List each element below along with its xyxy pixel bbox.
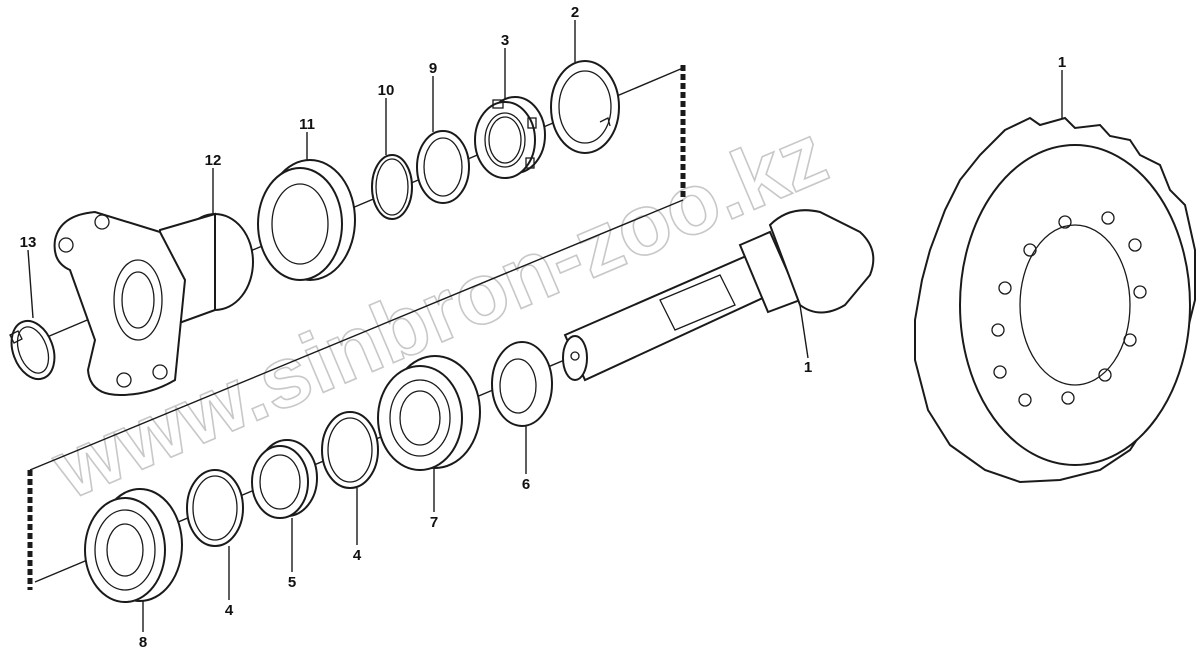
callout-7: 7 <box>430 514 438 531</box>
lock-washer <box>550 60 620 154</box>
callout-13: 13 <box>20 234 37 251</box>
callout-4-lower: 4 <box>225 602 234 619</box>
callout-4-upper: 4 <box>353 547 362 564</box>
seal <box>257 159 356 281</box>
taper-bearing <box>377 355 481 471</box>
o-ring <box>371 154 413 220</box>
callout-11: 11 <box>299 116 315 133</box>
washer <box>416 130 470 204</box>
leader-lines <box>27 20 1063 632</box>
callout-2: 2 <box>571 4 579 21</box>
ring-gear <box>914 116 1196 484</box>
slotted-nut <box>474 96 546 179</box>
roller-bearing <box>84 488 183 603</box>
callout-1-ring-gear: 1 <box>1058 54 1066 71</box>
callout-10: 10 <box>378 82 395 99</box>
pinion-shaft <box>562 209 875 382</box>
yoke-flange <box>53 210 254 397</box>
shim-upper <box>321 411 379 489</box>
callout-9: 9 <box>429 60 437 77</box>
callout-3: 3 <box>501 32 509 49</box>
bearing-cup <box>251 439 318 519</box>
spacer <box>491 341 553 427</box>
callout-5: 5 <box>288 574 296 591</box>
callout-1-pinion: 1 <box>804 359 812 376</box>
callout-8: 8 <box>139 634 147 651</box>
retaining-ring <box>9 319 56 381</box>
callout-12: 12 <box>205 152 222 169</box>
shim-lower <box>186 469 244 547</box>
frame-line <box>29 199 684 471</box>
callout-6: 6 <box>522 476 530 493</box>
